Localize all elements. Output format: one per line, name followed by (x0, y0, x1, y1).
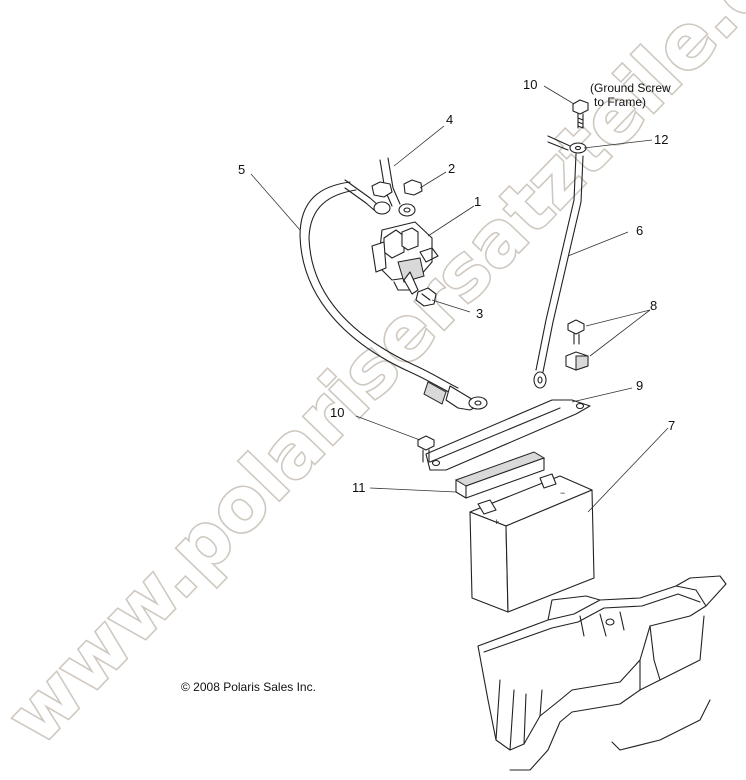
ground-screw-note-line1: (Ground Screw (590, 81, 671, 95)
screw-10-lower (417, 435, 435, 463)
callout-labels: 1 2 3 4 5 6 7 8 9 10 10 11 12 (238, 77, 675, 495)
nut-2 (371, 179, 423, 198)
strap-9 (425, 399, 591, 471)
svg-text:+: + (494, 517, 499, 527)
battery-box (477, 575, 727, 771)
ground-screw-note-line2: to Frame) (594, 95, 646, 109)
callout-10-lower: 10 (330, 405, 344, 420)
callout-11: 11 (352, 480, 366, 495)
svg-text:−: − (560, 488, 565, 498)
bolt-3 (415, 287, 437, 307)
ground-terminal-12 (547, 135, 587, 154)
callout-9: 9 (636, 378, 643, 393)
leader-lines (250, 85, 669, 513)
watermark: www.polarisersatzteile.de (0, 0, 746, 762)
callout-1: 1 (474, 194, 481, 209)
callout-7: 7 (668, 418, 675, 433)
callout-12: 12 (654, 132, 668, 147)
ground-cable-6 (533, 153, 584, 389)
callout-2: 2 (448, 161, 455, 176)
callout-6: 6 (636, 223, 643, 238)
callout-8: 8 (650, 298, 657, 313)
callout-10-top: 10 (523, 77, 537, 92)
cable-5 (299, 181, 488, 411)
foam-pad-11 (454, 451, 546, 499)
solenoid-1 (371, 221, 439, 295)
copyright-notice: © 2008 Polaris Sales Inc. (181, 680, 316, 694)
callout-4: 4 (446, 112, 453, 127)
callout-5: 5 (238, 162, 245, 177)
callout-3: 3 (476, 306, 483, 321)
battery-7: + − (469, 473, 595, 613)
ground-screw-10-top (572, 99, 589, 129)
bolt-and-nut-8 (565, 319, 589, 371)
